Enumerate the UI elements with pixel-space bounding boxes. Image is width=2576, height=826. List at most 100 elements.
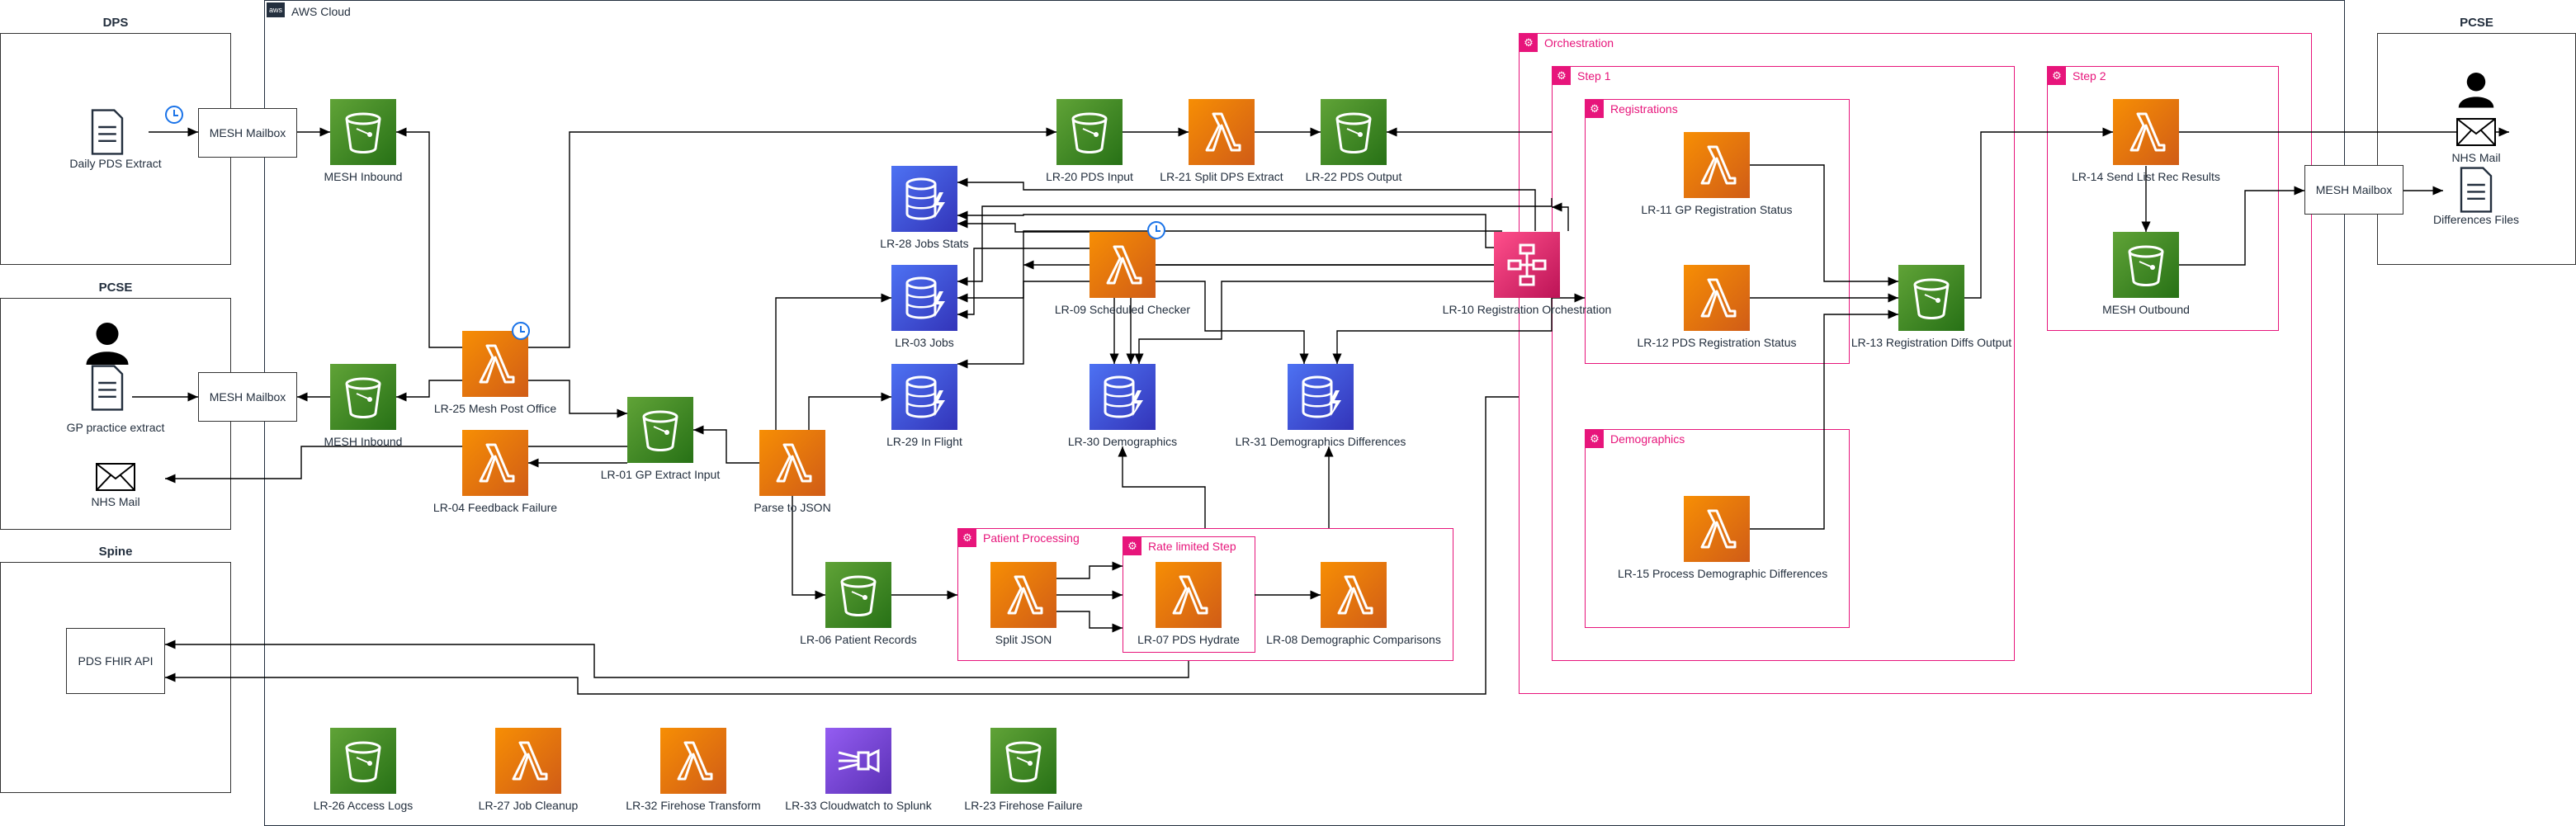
lr14-node[interactable] [2113,99,2179,165]
s3-bucket-icon [1913,278,1950,319]
lambda-icon [1700,145,1737,185]
edge [528,380,627,418]
lr08-label: LR-08 Demographic Comparisons [1266,633,1441,646]
lr03-node[interactable] [891,265,957,331]
lr15-node[interactable] [1684,496,1750,562]
s3-bucket-icon [345,112,381,153]
edge [1056,611,1123,633]
edge [2179,186,2304,266]
lambda-icon [1337,575,1373,615]
lr06-node[interactable] [825,562,891,628]
step-functions-group-icon: ⚙ [1586,100,1604,118]
user-icon [83,322,132,365]
lr11-node[interactable] [1684,132,1750,198]
registrations-group: ⚙ Registrations [1585,99,1850,364]
lr23-node[interactable] [990,728,1056,794]
edge [775,293,891,430]
lr13-node[interactable] [1898,265,1964,331]
mesh-mailbox-dps[interactable]: MESH Mailbox [198,108,297,158]
mesh-inbound-2-node[interactable] [330,364,396,430]
lambda-icon [479,443,515,483]
lr07-label: LR-07 PDS Hydrate [1137,633,1240,646]
s3-bucket-icon [1005,741,1042,782]
mesh-outbound-label: MESH Outbound [2102,303,2190,316]
edge [1750,309,1898,530]
edge [1552,202,1569,231]
lr30-node[interactable] [1089,364,1156,430]
lambda-icon [512,741,548,781]
lr10-node[interactable] [1494,232,1560,298]
edge [957,248,1089,319]
lr01-label: LR-01 GP Extract Input [600,468,721,481]
lr01-node[interactable] [627,397,693,463]
nhs-mail-right-label: NHS Mail [2451,151,2501,164]
mesh-outbound-node[interactable] [2113,232,2179,298]
schedule-clock-icon [1147,221,1165,239]
pcse-right-title: PCSE [2460,16,2493,30]
differences-files-label: Differences Files [2432,213,2519,226]
edge [957,198,1553,286]
lr25-label: LR-25 Mesh Post Office [433,402,557,415]
nhs-mail-left-label: NHS Mail [91,495,140,508]
edge [1056,561,1123,579]
orchestration-group: ⚙ Orchestration [1519,33,2312,694]
lr07-node[interactable] [1156,562,1222,628]
s3-bucket-icon [1335,112,1372,153]
parse-node[interactable] [759,430,825,496]
aws-logo-icon: aws [267,2,285,17]
edge [1156,281,1309,364]
lr31-node[interactable] [1288,364,1354,430]
schedule-clock-icon [165,106,183,124]
pds-fhir-api[interactable]: PDS FHIR API [66,628,165,694]
lr21-node[interactable] [1189,99,1255,165]
lr22-node[interactable] [1321,99,1387,165]
dynamodb-icon [905,375,945,418]
dps-title: DPS [102,16,129,30]
lr32-node[interactable] [660,728,726,794]
lr12-node[interactable] [1684,265,1750,331]
edge [1118,446,1206,528]
lr33-label: LR-33 Cloudwatch to Splunk [785,799,932,812]
edge [1964,127,2113,299]
lr20-label: LR-20 PDS Input [1046,170,1133,183]
user-icon [2455,70,2497,107]
edge [957,281,1089,369]
edge [693,425,759,464]
spine-title: Spine [98,545,133,559]
lr26-label: LR-26 Access Logs [313,799,414,812]
step1-label: Step 1 [1577,69,1611,83]
lr04-node[interactable] [462,430,528,496]
edge [957,230,1502,303]
mesh-inbound-1-label: MESH Inbound [324,170,403,183]
edge [1134,281,1519,364]
lr09-node[interactable] [1089,232,1156,298]
edge [1750,164,1898,286]
lr26-node[interactable] [330,728,396,794]
dynamodb-icon [905,177,945,220]
edge [396,380,462,402]
lambda-icon [1007,575,1043,615]
mesh-mailbox-pcse[interactable]: MESH Mailbox [198,372,297,422]
s3-bucket-icon [1071,112,1108,153]
s3-bucket-icon [642,410,678,451]
mesh-mailbox-outbound[interactable]: MESH Mailbox [2304,165,2403,215]
step-functions-group-icon: ⚙ [1586,430,1604,448]
edge [165,396,1519,695]
mesh-inbound-1-node[interactable] [330,99,396,165]
lr08-node[interactable] [1321,562,1387,628]
lr20-node[interactable] [1056,99,1123,165]
step-functions-group-icon: ⚙ [958,529,976,547]
lr31-label: LR-31 Demographics Differences [1235,435,1406,448]
lr04-label: LR-04 Feedback Failure [432,501,558,514]
lr27-node[interactable] [495,728,561,794]
edge [396,127,462,348]
split-json-node[interactable] [990,562,1056,628]
parse-label: Parse to JSON [754,501,831,514]
lr29-node[interactable] [891,364,957,430]
lr25-node[interactable] [462,331,528,397]
lr33-node[interactable] [825,728,891,794]
step1-group: ⚙ Step 1 [1552,66,2015,661]
lr22-label: LR-22 PDS Output [1305,170,1402,183]
lr28-node[interactable] [891,166,957,232]
firehose-icon [838,748,880,773]
